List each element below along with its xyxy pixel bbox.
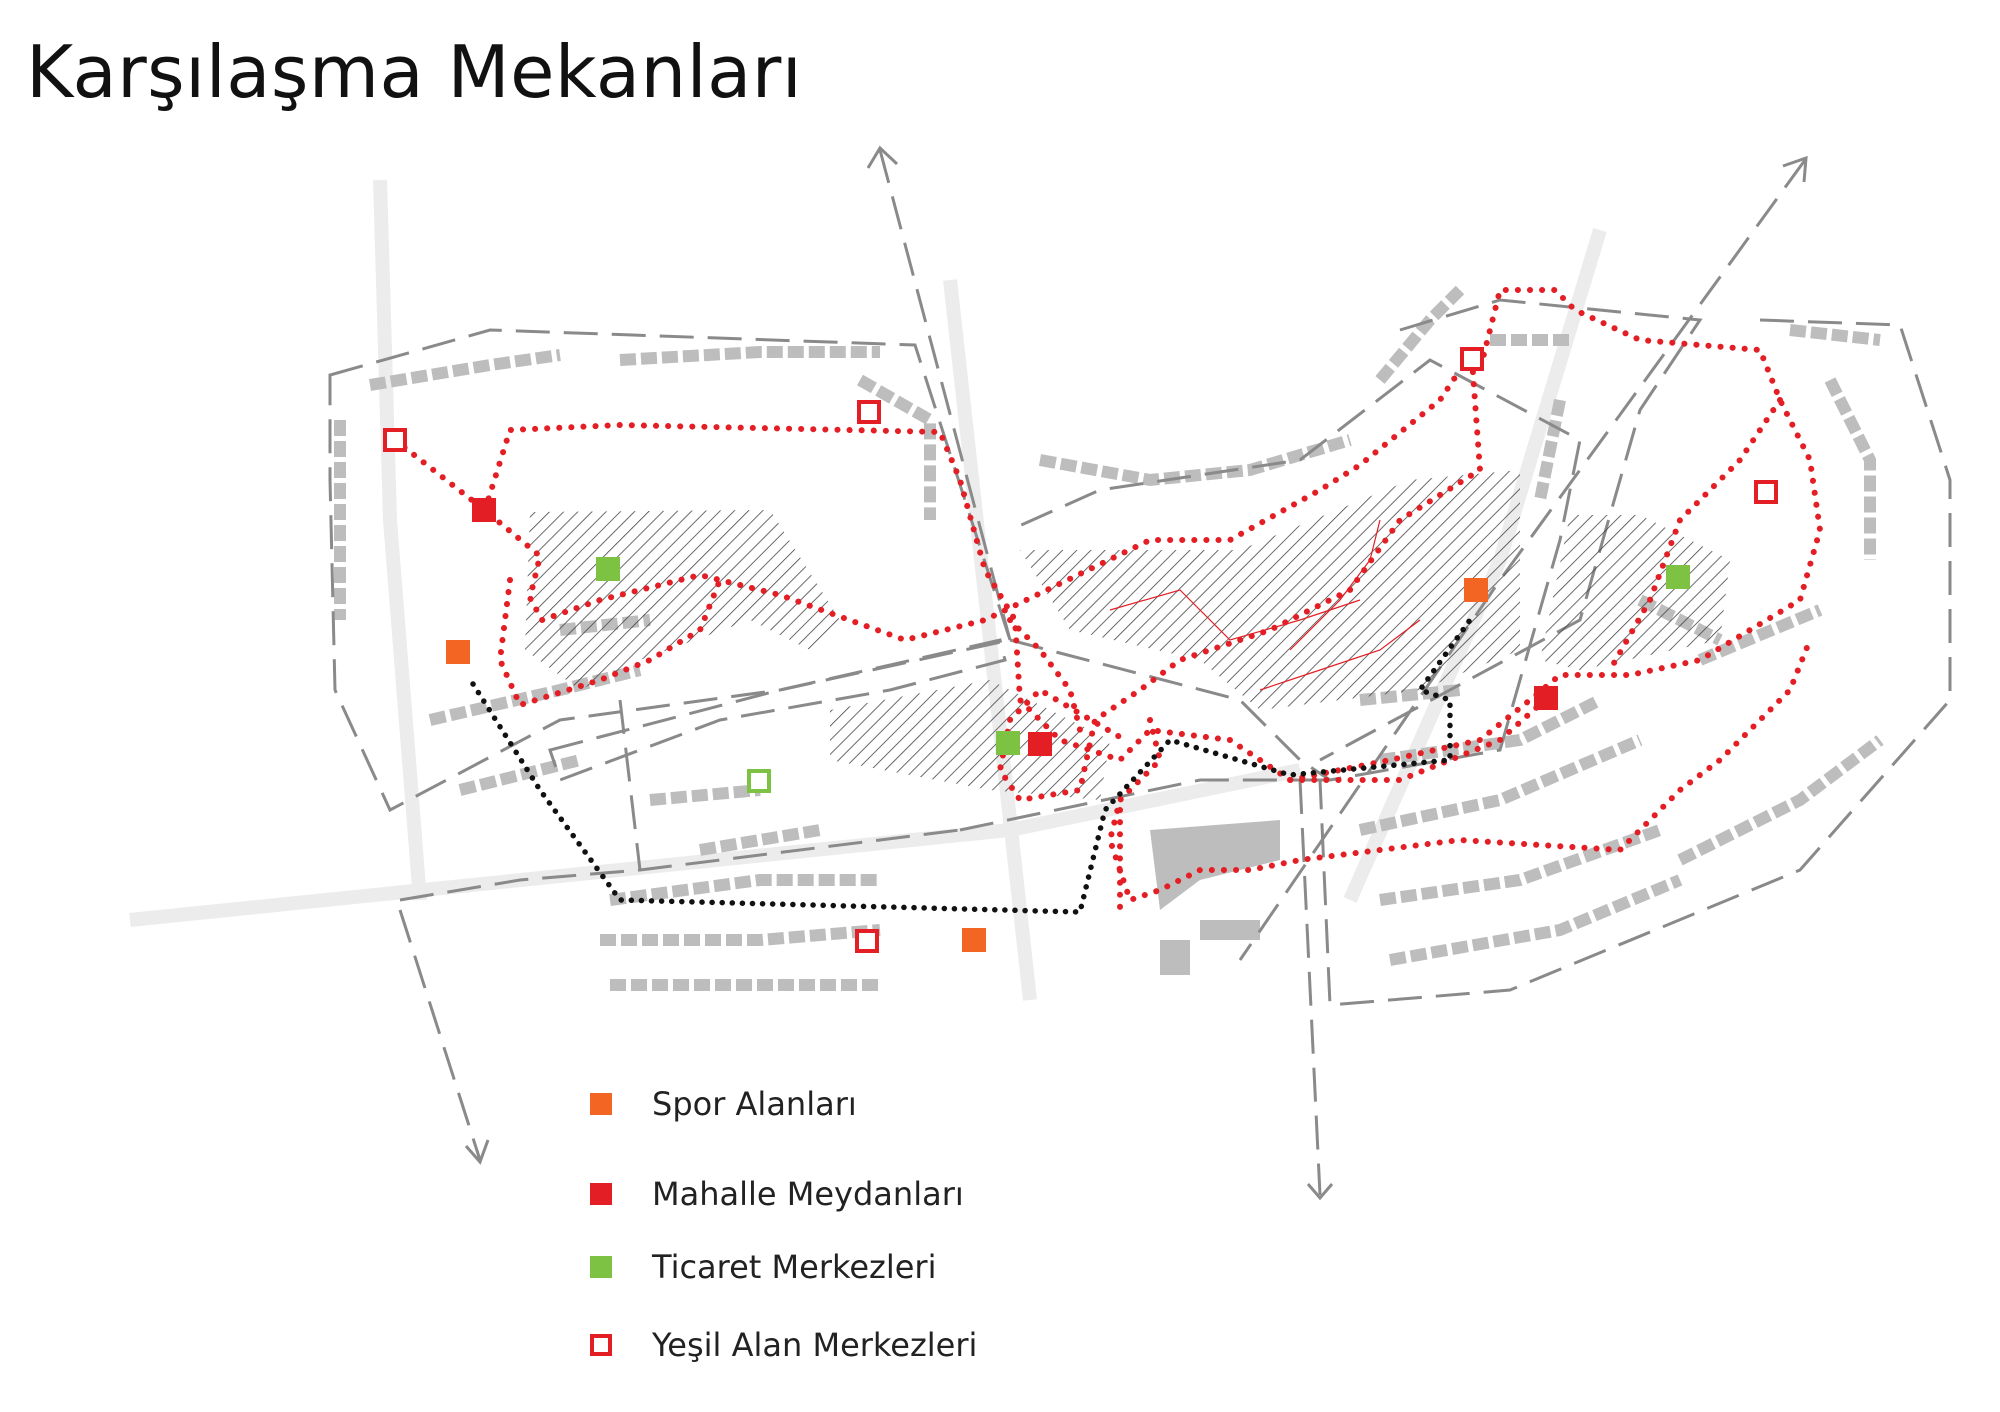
axis-southwest [398,909,482,1161]
yesil-alan-merkezi-marker [855,929,879,953]
orange-square-icon [590,1093,612,1115]
yesil-alan-merkezi-marker [383,428,407,452]
yesil-alan-merkezi-marker [857,400,881,424]
ticaret-merkezi-marker [596,557,620,581]
legend-item-spor: Spor Alanları [590,1085,857,1123]
legend-item-ticaret: Ticaret Merkezleri [590,1248,936,1286]
legend-label: Spor Alanları [652,1085,857,1123]
arrow-head-southwest-icon [464,1139,490,1165]
axis-northeast [1238,159,1807,961]
central-building [1150,820,1280,975]
mahalle-meydani-marker [472,498,496,522]
neighborhood-boundaries [328,298,1952,1007]
spor-alani-marker [1464,578,1488,602]
mahalle-meydani-marker [1534,686,1558,710]
ticaret-merkezi-marker [747,769,771,793]
axis-south [1298,779,1322,1196]
legend-item-mahalle: Mahalle Meydanları [590,1175,964,1213]
axis-north [878,149,1012,641]
arrow-head-south-icon [1306,1183,1334,1201]
arrow-head-north-icon [866,145,899,169]
arrow-heads [464,145,1808,1201]
mahalle-meydani-marker [1028,732,1052,756]
ticaret-merkezi-marker [996,731,1020,755]
legend-label: Yeşil Alan Merkezleri [652,1326,978,1364]
yesil-alan-merkezi-marker [1460,347,1484,371]
red-outline-square-icon [590,1334,612,1356]
yesil-alan-merkezi-marker [1754,480,1778,504]
legend-label: Mahalle Meydanları [652,1175,964,1213]
legend-item-yesil: Yeşil Alan Merkezleri [590,1326,977,1364]
spor-alani-marker [446,640,470,664]
spor-alani-marker [962,928,986,952]
ticaret-merkezi-marker [1666,565,1690,589]
green-square-icon [590,1256,612,1278]
circulation-axes [398,149,1807,1196]
page-title: Karşılaşma Mekanları [26,30,803,114]
arrow-head-northeast-icon [1782,155,1808,183]
red-square-icon [590,1183,612,1205]
legend-label: Ticaret Merkezleri [652,1248,937,1286]
red-pedestrian-routes [392,287,1824,913]
meeting-place-markers [383,347,1778,953]
